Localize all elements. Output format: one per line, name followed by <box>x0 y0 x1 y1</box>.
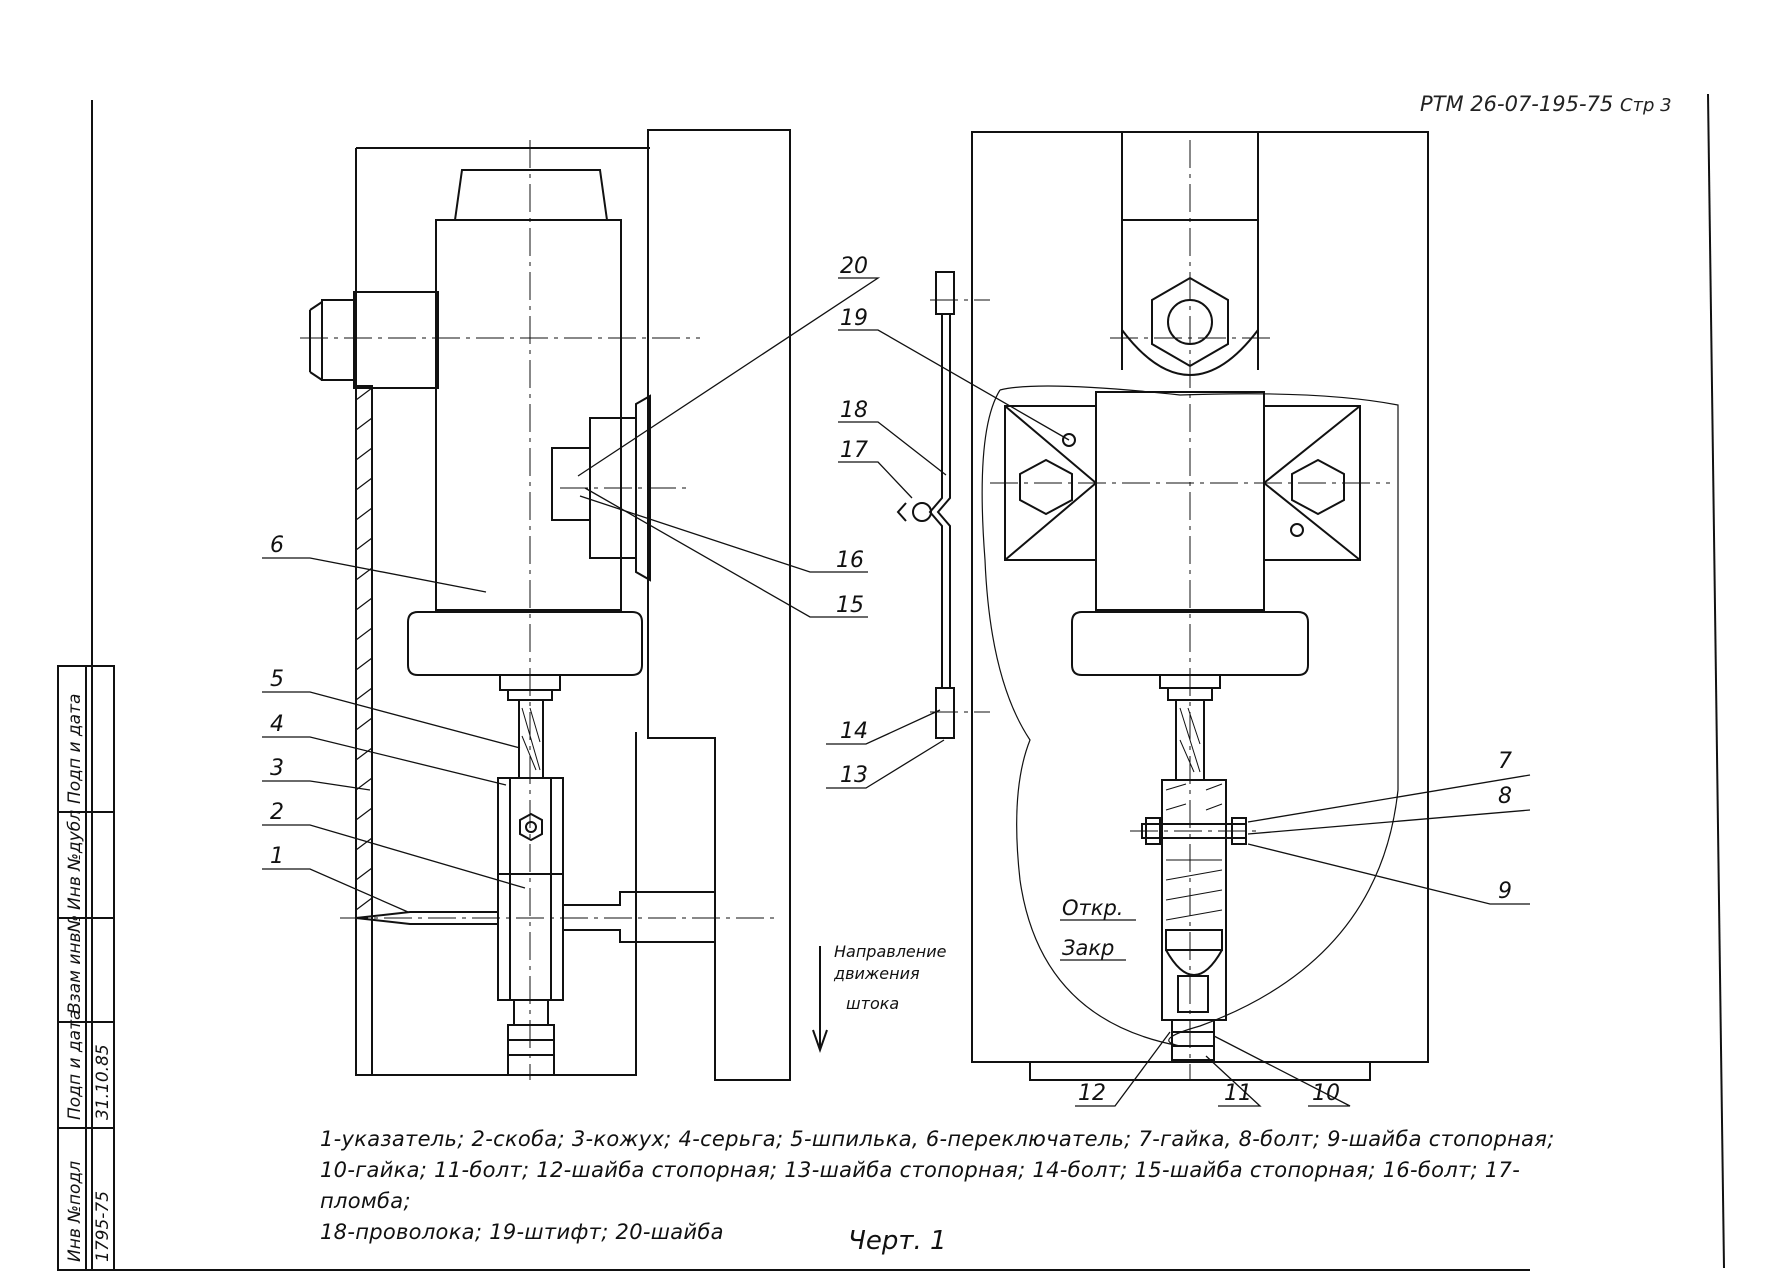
seal-17 <box>912 502 932 522</box>
right-housing-outline <box>971 131 1429 1063</box>
callout-13: 13 <box>840 763 868 788</box>
switch-diaphragm-right <box>1071 611 1309 676</box>
callout-1: 1 <box>270 844 284 869</box>
switch-top-cap <box>454 169 608 221</box>
direction-label-line1: Направление <box>834 942 947 961</box>
stamp-col-inv-dubl: Инв №дубл <box>65 810 85 910</box>
stamp-value-date: 31.10.85 <box>93 1044 113 1120</box>
document-reference: РТМ 26-07-195-75 Стр 3 <box>1420 92 1672 116</box>
stamp-col-podp-data-2: Подп и дата <box>65 694 85 804</box>
page-number: Стр 3 <box>1619 95 1672 116</box>
switch-body <box>435 219 622 611</box>
callout-11: 11 <box>1224 1081 1252 1106</box>
legend-line-3: 18-проволока; 19-штифт; 20-шайба <box>320 1220 724 1244</box>
housing-left-outline <box>355 148 637 1076</box>
callout-8: 8 <box>1498 784 1512 809</box>
mounting-plate-left <box>647 129 791 1081</box>
callout-9: 9 <box>1498 879 1512 904</box>
direction-label-line2: движения <box>833 964 920 983</box>
switch-diaphragm <box>407 611 643 676</box>
callout-14: 14 <box>840 719 868 744</box>
callout-12: 12 <box>1078 1081 1106 1106</box>
frame-right-line <box>1707 93 1725 1269</box>
callout-2: 2 <box>270 800 284 825</box>
callout-20: 20 <box>840 254 868 279</box>
close-label: Закр <box>1062 936 1114 960</box>
callout-4: 4 <box>270 712 284 737</box>
callout-15: 15 <box>836 593 864 618</box>
stamp-col-vzam-inv: Взам инв№ <box>65 915 85 1014</box>
shackle-bolt-head <box>519 812 543 842</box>
legend-line-2: 10-гайка; 11-болт; 12-шайба стопорная; 1… <box>320 1158 1521 1213</box>
callout-7: 7 <box>1498 749 1512 774</box>
clevis-section <box>1161 779 1227 1021</box>
side-boss <box>353 291 439 389</box>
pointer-rod <box>563 891 715 943</box>
callout-17: 17 <box>840 438 868 463</box>
seal-bracket-top <box>935 271 955 315</box>
callout-6: 6 <box>270 533 284 558</box>
doc-ref-code: РТМ 26-07-195-75 <box>1420 92 1614 116</box>
side-nut <box>321 299 355 381</box>
seal-bracket-bottom <box>935 687 955 739</box>
callout-16: 16 <box>836 548 864 573</box>
figure-caption: Черт. 1 <box>848 1226 947 1256</box>
pointer-1 <box>355 911 498 925</box>
callout-18: 18 <box>840 398 868 423</box>
stamp-col-inv-podl: Инв №подл <box>65 1161 85 1262</box>
callout-19: 19 <box>840 306 868 331</box>
callout-10: 10 <box>1312 1081 1340 1106</box>
parts-legend: 1-указатель; 2-скоба; 3-кожух; 4-серьга;… <box>320 1124 1580 1248</box>
switch-body-right <box>1095 391 1265 611</box>
lug-left <box>1004 405 1097 561</box>
direction-label-line3: штока <box>846 994 899 1013</box>
open-label: Откр. <box>1062 896 1123 920</box>
callout-3: 3 <box>270 756 284 781</box>
lug-left-bolt <box>1019 458 1073 516</box>
lug-right-bolt <box>1291 458 1345 516</box>
legend-line-1: 1-указатель; 2-скоба; 3-кожух; 4-серьга;… <box>320 1127 1555 1151</box>
stamp-value-inv-podl: 1795-75 <box>93 1191 113 1262</box>
callout-5: 5 <box>270 667 284 692</box>
stamp-col-podp-data-1: Подп и дата <box>65 1010 85 1120</box>
bottom-nut-10 <box>1171 1019 1215 1061</box>
